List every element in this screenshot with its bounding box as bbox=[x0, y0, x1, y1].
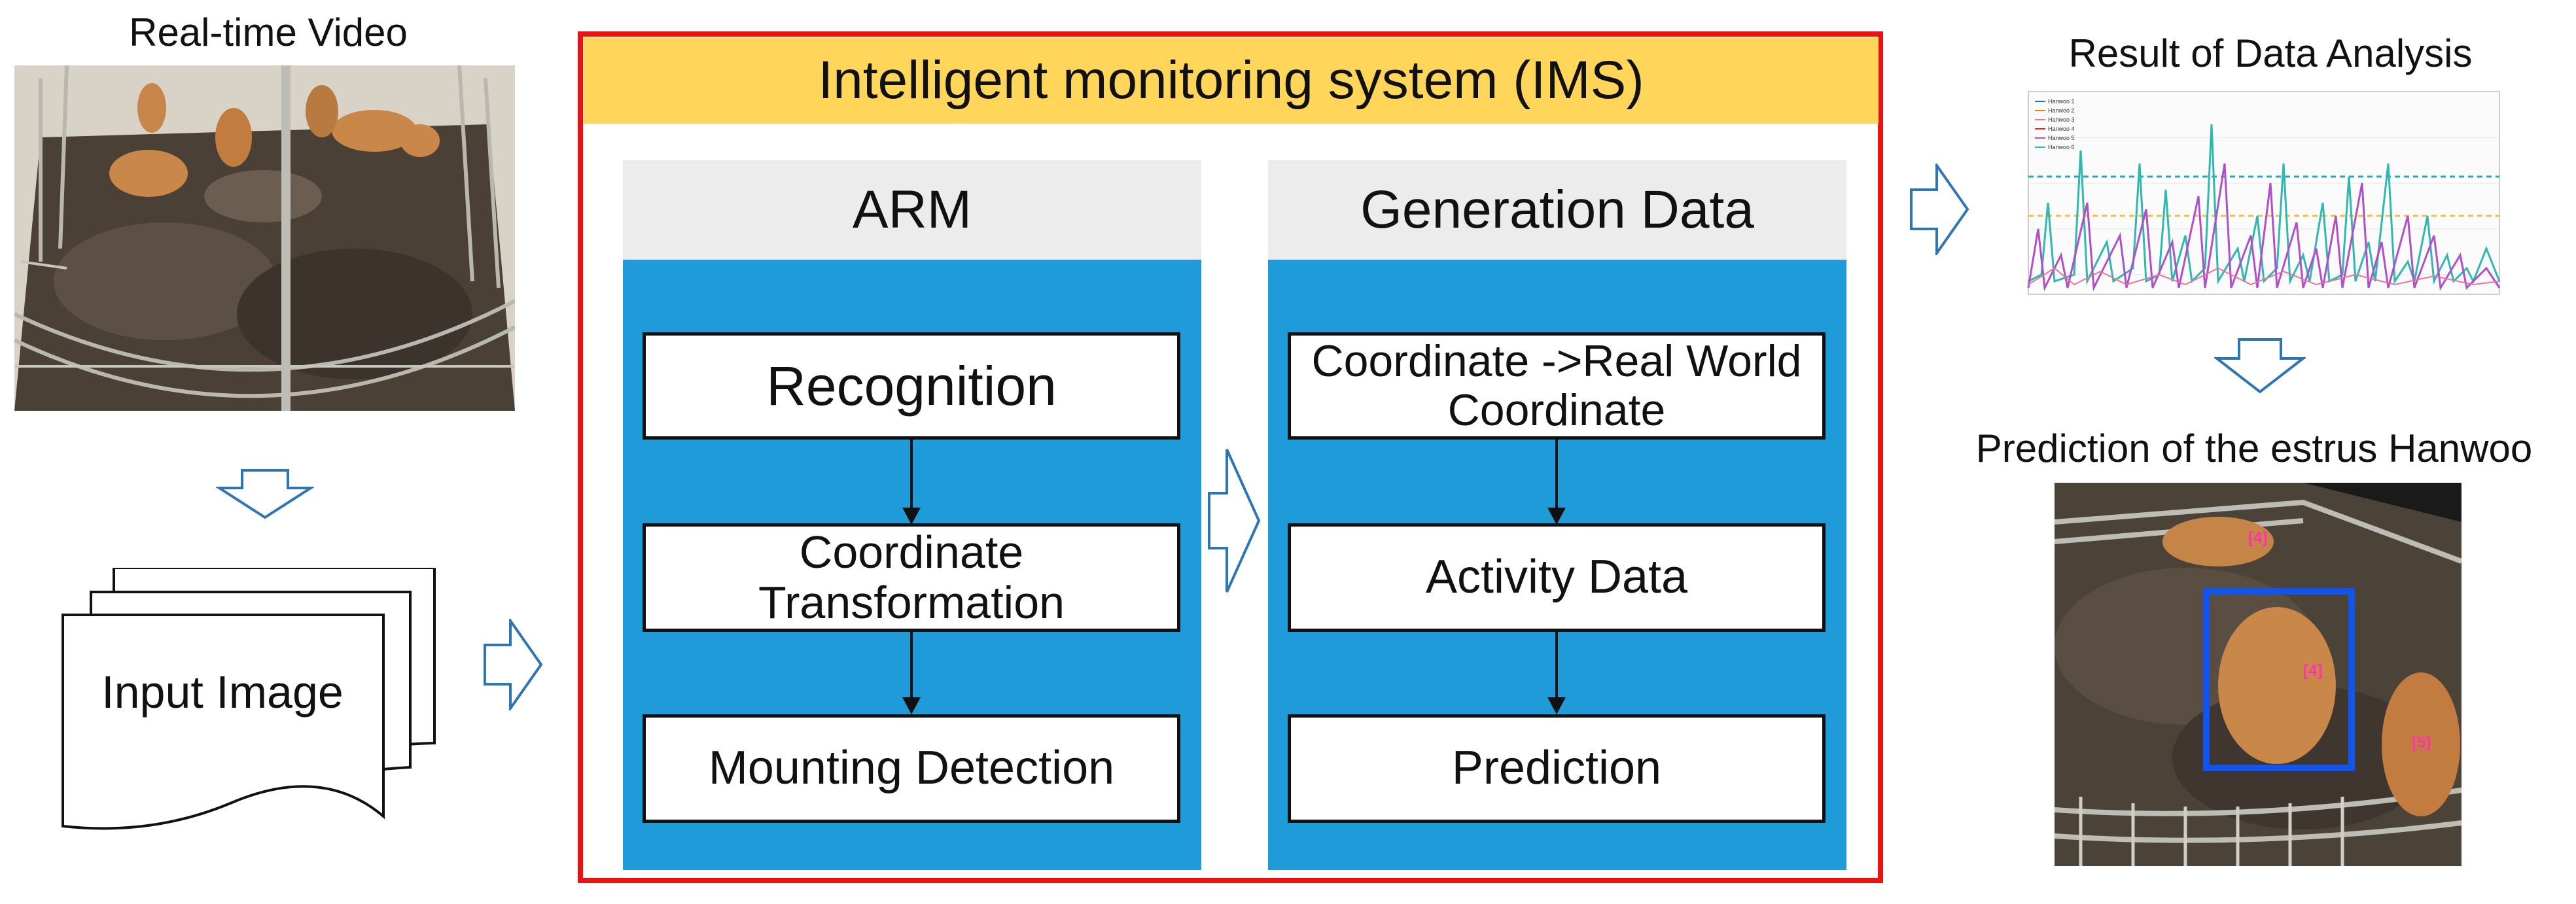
legend-hanwoo-2: Hanwoo 2 bbox=[2048, 107, 2075, 114]
connector-line bbox=[1555, 632, 1558, 699]
step-real-world-coordinate: Coordinate ->Real World Coordinate bbox=[1288, 332, 1826, 440]
legend-hanwoo-6: Hanwoo 6 bbox=[2048, 144, 2075, 150]
detection-tag: [4] bbox=[2303, 662, 2322, 680]
estrus-prediction-image: [4] [4] [5] bbox=[2055, 483, 2461, 866]
video-caption: Real-time Video bbox=[129, 10, 408, 54]
prediction-caption: Prediction of the estrus Hanwoo bbox=[1975, 426, 2533, 470]
arm-column-title: ARM bbox=[623, 160, 1201, 260]
realtime-video-image bbox=[14, 65, 515, 411]
connector-arrowhead bbox=[902, 508, 921, 525]
down-arrow-icon bbox=[215, 468, 315, 519]
step-activity-data: Activity Data bbox=[1288, 523, 1826, 632]
connector-arrowhead bbox=[902, 697, 921, 714]
right-arrow-icon bbox=[1909, 161, 1969, 258]
detection-tag: [5] bbox=[2412, 734, 2431, 752]
input-image-document-icon bbox=[60, 568, 440, 833]
connector-line bbox=[1555, 440, 1558, 509]
legend-hanwoo-3: Hanwoo 3 bbox=[2048, 116, 2075, 123]
step-coordinate-transformation: Coordinate Transformation bbox=[643, 523, 1180, 632]
step-recognition: Recognition bbox=[643, 332, 1180, 440]
ims-title: Intelligent monitoring system (IMS) bbox=[584, 37, 1879, 124]
connector-line bbox=[910, 440, 913, 509]
down-arrow-icon bbox=[2213, 338, 2307, 394]
generation-column-title: Generation Data bbox=[1268, 160, 1846, 260]
legend-hanwoo-4: Hanwoo 4 bbox=[2048, 126, 2075, 132]
legend-hanwoo-5: Hanwoo 5 bbox=[2048, 135, 2075, 141]
analysis-caption: Result of Data Analysis bbox=[2068, 31, 2473, 75]
activity-plot-thumbnail: Hanwoo 1 Hanwoo 2 Hanwoo 3 Hanwoo 4 Hanw… bbox=[1989, 85, 2506, 314]
detection-tag: [4] bbox=[2248, 529, 2267, 547]
connector-arrowhead bbox=[1547, 508, 1566, 525]
step-prediction: Prediction bbox=[1288, 714, 1826, 823]
legend-hanwoo-1: Hanwoo 1 bbox=[2048, 98, 2075, 105]
input-image-label: Input Image bbox=[101, 667, 344, 718]
step-mounting-detection: Mounting Detection bbox=[643, 714, 1180, 823]
right-arrow-icon bbox=[1207, 447, 1261, 594]
connector-line bbox=[910, 632, 913, 699]
connector-arrowhead bbox=[1547, 697, 1566, 714]
right-arrow-icon bbox=[483, 616, 543, 713]
